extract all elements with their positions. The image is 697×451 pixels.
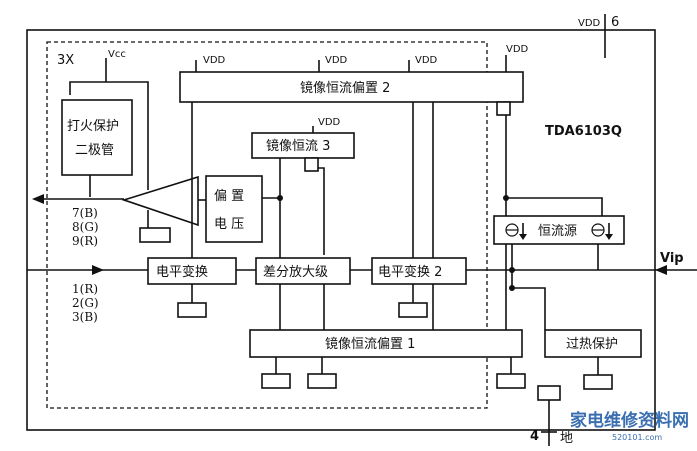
- flash-prot-label-1: 打火保护: [67, 119, 119, 134]
- input-label-1: 2(G): [72, 296, 99, 310]
- over-temp-protection-block: [544, 329, 642, 358]
- mirror-current-3-block: [251, 132, 355, 159]
- vdd-c-label: VDD: [415, 55, 438, 66]
- vdd-right-label: VDD: [506, 44, 529, 55]
- vip-label: Vip: [660, 251, 684, 266]
- level-shift-2-block: [371, 257, 467, 285]
- over-temp-label: 过热保护: [566, 337, 618, 352]
- pin4-label: 4: [530, 429, 539, 444]
- output-label-1: 8(G): [72, 220, 99, 234]
- diff-amp-label: 差分放大级: [263, 265, 328, 280]
- output-arrow-icon: [32, 194, 44, 204]
- three-x-label: 3X: [57, 53, 74, 68]
- level-shift-label: 电平变换: [156, 264, 208, 280]
- input-label-0: 1(R): [72, 282, 98, 296]
- output-amplifier-triangle: [121, 175, 199, 227]
- mirror-current-3-label: 镜像恒流 3: [266, 139, 330, 154]
- vcc-label: Vcc: [108, 49, 126, 60]
- bias-label-2: 电 压: [214, 217, 244, 232]
- diff-amp-block: [255, 257, 351, 285]
- flash-prot-label-2: 二极管: [75, 143, 114, 158]
- const-current-label: 恒流源: [538, 224, 577, 239]
- level-shift-2-label: 电平变换 2: [378, 264, 442, 280]
- chip-name-label: TDA6103Q: [545, 124, 622, 139]
- output-label-0: 7(B): [72, 206, 98, 220]
- input-label-2: 3(B): [72, 310, 98, 324]
- vdd-b-label: VDD: [325, 55, 348, 66]
- ground-label: 地: [560, 431, 573, 446]
- watermark-url: 520101.com: [612, 433, 662, 442]
- vdd-top-label: VDD: [578, 18, 601, 29]
- vdd-a-label: VDD: [203, 55, 226, 66]
- pin6-label: 6: [611, 15, 619, 30]
- input-arrow-icon: [92, 265, 104, 275]
- mirror-bias-1-block: [249, 329, 523, 358]
- bias-label-1: 偏 置: [214, 189, 244, 204]
- channel-dashed-outline: [46, 41, 488, 409]
- vip-arrow-icon: [655, 265, 667, 275]
- bias-voltage-block: [205, 175, 263, 243]
- vdd-mirror3-label: VDD: [318, 117, 341, 128]
- watermark-title: 家电维修资料网: [570, 410, 689, 431]
- mirror-bias-2-block: [179, 71, 524, 103]
- chip-outline: [26, 29, 656, 431]
- flash-protection-block: [61, 99, 133, 176]
- mirror-bias-1-label: 镜像恒流偏置 1: [325, 337, 415, 352]
- output-label-2: 9(R): [72, 234, 98, 248]
- mirror-bias-2-label: 镜像恒流偏置 2: [300, 81, 390, 96]
